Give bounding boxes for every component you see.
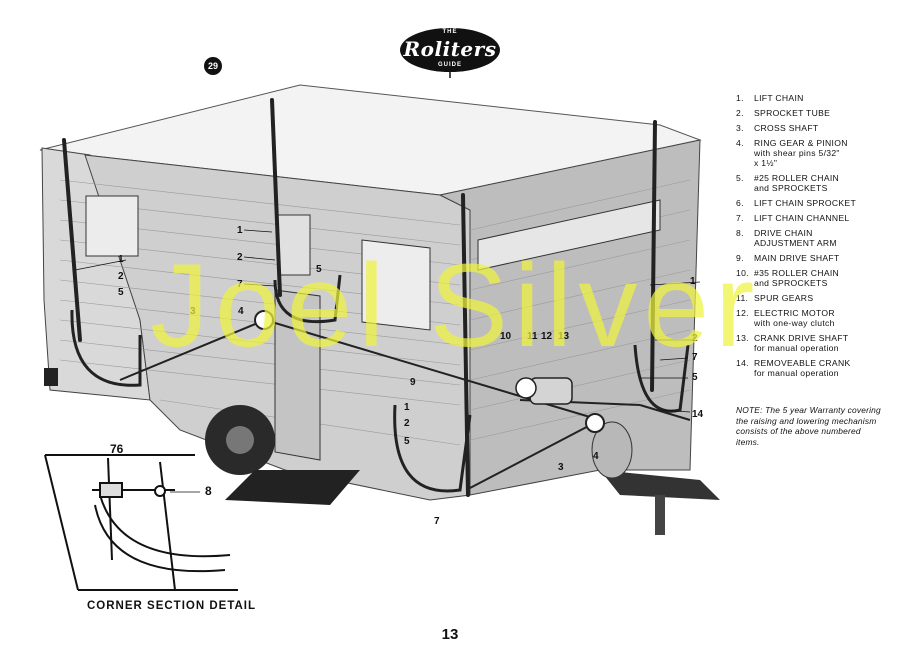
legend-item-text: MAIN DRIVE SHAFT [754,253,840,263]
legend-item-text: #35 ROLLER CHAIN and SPROCKETS [754,268,840,288]
legend-item-text: ELECTRIC MOTOR with one-way clutch [754,308,835,328]
callout-label: 5 [404,436,410,447]
legend-item: 8. DRIVE CHAIN ADJUSTMENT ARM [736,228,886,248]
side-window [277,214,311,276]
lift-channels [70,274,690,493]
callout-label: 1 [118,254,124,265]
page-badge: 29 [204,57,222,75]
parts-legend: 1. LIFT CHAIN 2. SPROCKET TUBE 3. CROSS SHAFT… [736,93,886,383]
legend-item-number: 8. [736,228,744,238]
corner-section-detail [44,454,238,591]
legend-item-text: SPROCKET TUBE [754,108,831,118]
ring-gear-rear [254,310,274,330]
callout-label: 12 [541,331,553,342]
legend-item: 12. ELECTRIC MOTOR with one-way clutch [736,308,886,328]
callout-label: 1 [690,276,696,287]
legend-item: 14. REMOVEABLE CRANK for manual operation [736,358,886,378]
legend-item-number: 7. [736,213,744,223]
callout-label: 7 [434,516,440,527]
callout-label: 7 [237,279,243,290]
legend-item-number: 4. [736,138,744,148]
watermark: Joel Silver [150,240,761,372]
ring-gear-front [585,413,605,433]
callout-label: 2 [237,252,243,263]
callout-label: 9 [410,377,416,388]
callout-label: 76 [110,442,124,456]
legend-item-text: RING GEAR & PINION with shear pins 5/32"… [754,138,848,168]
legend-item: 13. CRANK DRIVE SHAFT for manual operatio… [736,333,886,353]
legend-item-number: 1. [736,93,744,103]
legend-item-text: SPUR GEARS [754,293,814,303]
legend-item: 5. #25 ROLLER CHAIN and SPROCKETS [736,173,886,193]
callout-label: 7 [692,352,698,363]
legend-item-number: 14. [736,358,749,368]
legend-item: 11. SPUR GEARS [736,293,886,303]
legend-item-text: DRIVE CHAIN ADJUSTMENT ARM [754,228,837,248]
legend-item-text: CROSS SHAFT [754,123,819,133]
callout-label: 5 [692,372,698,383]
callout-label: 3 [190,306,196,317]
side-window-large [361,239,431,331]
legend-item: 1. LIFT CHAIN [736,93,886,103]
jack-post [655,495,665,535]
propane-tank [591,421,633,479]
legend-item-number: 11. [736,293,749,303]
callout-label: 14 [692,409,704,420]
legend-item: 2. SPROCKET TUBE [736,108,886,118]
legend-item-number: 6. [736,198,744,208]
front-window [477,199,661,271]
legend-item: 6. LIFT CHAIN SPROCKET [736,198,886,208]
legend-item-number: 2. [736,108,744,118]
legend-item-number: 5. [736,173,744,183]
callout-label: 5 [316,264,322,275]
legend-item-text: LIFT CHAIN CHANNEL [754,213,850,223]
callout-label: 2 [404,418,410,429]
legend-item: 10. #35 ROLLER CHAIN and SPROCKETS [736,268,886,288]
legend-item-text: #25 ROLLER CHAIN and SPROCKETS [754,173,840,193]
logo-guide: GUIDE [437,62,462,68]
page-number: 13 [441,626,459,643]
callout-label: 3 [558,462,564,473]
callout-label: 1 [237,225,243,236]
logo-word: Roliters [403,37,497,61]
wheel-hub [226,426,254,454]
bumper [44,368,58,386]
callout-label: 5 [118,287,124,298]
callout-label: 2 [692,333,698,344]
detail-caption: CORNER SECTION DETAIL [87,600,257,612]
rolliters-guide-logo: THE Roliters GUIDE [398,26,502,78]
legend-item: 7. LIFT CHAIN CHANNEL [736,213,886,223]
legend-item-number: 10. [736,268,749,278]
tongue [600,470,720,500]
callout-label: 13 [558,331,570,342]
legend-item-text: CRANK DRIVE SHAFT for manual operation [754,333,849,353]
spur-gear [515,377,537,399]
legend-item: 3. CROSS SHAFT [736,123,886,133]
warranty-note: NOTE: The 5 year Warranty covering the r… [736,405,881,447]
callout-label: 2 [118,271,124,282]
callout-label: 1 [404,402,410,413]
legend-item-text: REMOVEABLE CRANK for manual operation [754,358,851,378]
legend-item-number: 9. [736,253,744,263]
legend-item: 9. MAIN DRIVE SHAFT [736,253,886,263]
logo-the: THE [442,29,458,35]
legend-item-number: 3. [736,123,744,133]
callout-label: 4 [593,451,599,462]
callout-label: 10 [500,331,512,342]
callout-label: 4 [238,306,244,317]
logo-oval [400,28,500,78]
legend-item-text: LIFT CHAIN SPROCKET [754,198,856,208]
legend-item-number: 12. [736,308,749,318]
step [225,470,360,505]
callout-label: 8 [205,484,212,498]
leader-lines [74,229,701,493]
legend-item-text: LIFT CHAIN [754,93,804,103]
legend-item: 4. RING GEAR & PINION with shear pins 5/3… [736,138,886,168]
callout-label: 11 [527,331,538,342]
rear-window [85,195,139,257]
legend-item-number: 13. [736,333,749,343]
